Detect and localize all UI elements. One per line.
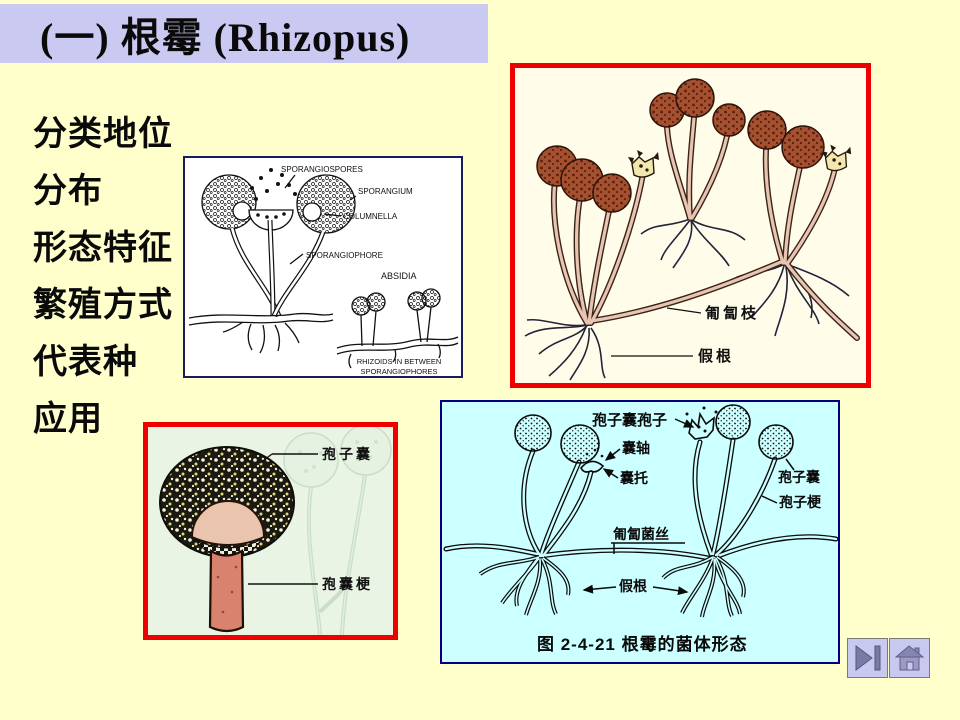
label-columella: 囊轴 <box>621 440 650 456</box>
diagram-dots <box>585 406 718 458</box>
sporangium-closeup-image: 孢子囊 孢囊梗 <box>143 422 398 640</box>
label-sporangium: SPORANGIUM <box>358 187 413 196</box>
home-button[interactable] <box>889 638 930 678</box>
label-rhizoids-1: RHIZOIDS IN BETWEEN <box>357 357 442 366</box>
morphology-diagram: 孢子囊孢子 囊轴 囊托 孢子囊 孢子梗 匍匐菌丝 假根 图 2-4-21 根霉的… <box>440 400 840 664</box>
topic-list: 分类地位 分布 形态特征 繁殖方式 代表种 应用 <box>33 106 173 448</box>
figure-caption: 图 2-4-21 根霉的菌体形态 <box>537 634 748 654</box>
home-icon <box>894 645 924 671</box>
label-rhizoids-2: SPORANGIOPHORES <box>360 367 437 376</box>
label-sporangiophore: SPORANGIOPHORE <box>306 251 383 260</box>
label-sporangiospore: 孢子囊孢子 <box>592 411 667 429</box>
sporangia-heads <box>536 78 825 213</box>
label-stolon: 匍匐枝 <box>705 304 759 322</box>
label-apophysis: 囊托 <box>619 470 648 486</box>
next-slide-button[interactable] <box>847 638 888 678</box>
label-rhizoid: 假根 <box>698 347 734 365</box>
nav-buttons <box>847 638 930 678</box>
title-banner: (一) 根霉 (Rhizopus) <box>0 4 488 63</box>
label-absidia: ABSIDIA <box>381 271 417 281</box>
label-rhizoid-center: 假根 <box>619 578 648 594</box>
topic-item-morphology: 形态特征 <box>33 230 173 267</box>
label-leaders <box>582 418 795 596</box>
topic-item-reproduction: 繁殖方式 <box>33 287 173 324</box>
topic-item-species: 代表种 <box>33 344 138 381</box>
label-stolon-hypha: 匍匐菌丝 <box>613 526 669 542</box>
page-title: (一) 根霉 (Rhizopus) <box>40 14 411 60</box>
rhizopus-colony-image: 匍匐枝 假根 <box>510 63 871 388</box>
morphology-drawing: 孢子囊孢子 囊轴 囊托 孢子囊 孢子梗 匍匐菌丝 假根 图 2-4-21 根霉的… <box>442 404 838 654</box>
label-columnella: COLUMNELLA <box>343 212 398 221</box>
label-sporangium-right: 孢子囊 <box>778 469 821 485</box>
absidia-drawing: SPORANGIOSPORES SPORANGIUM COLUMNELLA SP… <box>188 165 459 376</box>
absidia-line-diagram: SPORANGIOSPORES SPORANGIUM COLUMNELLA SP… <box>183 156 463 378</box>
main-sporangium-art <box>159 446 295 633</box>
topic-item-taxonomy: 分类地位 <box>33 116 173 153</box>
rhizopus-drawing: 匍匐枝 假根 <box>524 78 866 381</box>
label-sporangium: 孢子囊 <box>322 446 373 462</box>
label-sporangiospores: SPORANGIOSPORES <box>281 165 363 174</box>
absidia-art <box>188 168 459 369</box>
label-sporophore: 孢子梗 <box>779 494 822 510</box>
ghost-sporangia <box>283 427 392 635</box>
diagram-heads <box>514 404 794 473</box>
topic-item-distribution: 分布 <box>33 173 103 210</box>
skip-next-icon <box>855 645 880 671</box>
sporangium-drawing: 孢子囊 孢囊梗 <box>159 427 392 635</box>
topic-item-application: 应用 <box>33 401 103 438</box>
label-sporangiophore: 孢囊梗 <box>322 576 373 592</box>
